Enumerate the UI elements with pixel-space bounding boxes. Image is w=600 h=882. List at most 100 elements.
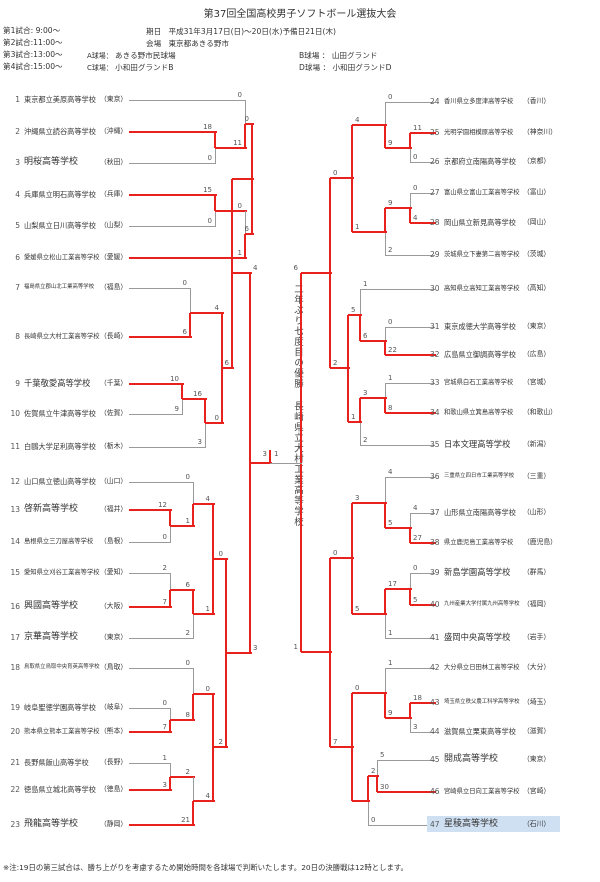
bracket-line [377,791,436,793]
bracket-line [232,272,252,275]
bracket-line [384,668,386,693]
bracket-line [330,557,354,559]
bracket-line [347,315,349,369]
bracket-line [384,398,386,413]
team-pref-30: （高知） [523,284,551,292]
team-pref-38: （鹿児島） [523,538,557,546]
team-number-12: 12 [10,477,20,486]
bracket-line [352,799,370,802]
score-R13-a: 4 [388,468,393,476]
score-L6-b: 6 [182,328,187,336]
score-RSF-a: 6 [293,264,298,273]
bracket-line [129,606,172,608]
bracket-line [347,368,349,422]
team-pref-3: （秋田） [100,158,128,166]
team-pref-32: （広島） [523,350,551,358]
team-name-42: 大分県立日田林工高等学校 [444,664,520,671]
team-pref-1: （東京） [100,95,128,103]
bracket-line [193,613,215,615]
team-name-27: 富山県立富山工業高等学校 [444,189,520,196]
team-pref-33: （宮城） [523,378,551,386]
bracket-line [225,653,227,748]
site-value: 東京都あきる野市 [168,39,230,48]
team-number-6: 6 [15,253,20,262]
team-number-40: 40 [430,600,440,609]
bracket-line [215,146,247,149]
team-number-26: 26 [430,157,440,166]
score-L6-a: 0 [182,279,187,287]
bracket-line [270,462,302,464]
team-number-25: 25 [430,128,440,137]
bracket-line [269,450,271,463]
team-pref-16: （大阪） [100,602,128,610]
score-L9-a: 4 [214,303,219,312]
bracket-line [359,315,361,341]
score-R9-a: 3 [363,389,368,397]
bracket-line [192,668,194,694]
bracket-line [385,476,435,478]
team-name-22: 徳島県立城北高等学校 [24,785,96,794]
team-name-24: 香川県立多度津高等学校 [444,98,514,105]
bracket-line [214,147,216,163]
bracket-line [351,558,353,614]
score-R21-a: 0 [355,683,360,692]
team-number-43: 43 [430,698,440,707]
bracket-line [192,482,194,504]
team-pref-20: （熊本） [100,727,128,735]
bracket-line [222,366,234,369]
team-name-8: 長崎県立大村工業高等学校 [24,333,100,340]
bracket-line [409,193,411,208]
bracket-line [245,233,254,236]
score-R18-a: 1 [388,659,393,667]
score-final-right: 1 [274,450,279,458]
score-R17-b: 3 [413,723,418,731]
bracket-line [192,504,194,526]
bracket-line [351,124,353,179]
team-number-38: 38 [430,538,440,547]
bracket-line [169,573,171,590]
bracket-line [352,501,387,504]
score-L9-b: 0 [214,414,219,422]
score-R14-a: 0 [413,564,418,572]
team-number-8: 8 [15,332,20,341]
team-number-5: 5 [15,221,20,230]
score-L11-b: 0 [162,533,167,541]
bracket-line [410,702,436,704]
team-number-10: 10 [10,409,20,418]
bracket-line [129,287,191,289]
bracket-line [181,384,183,399]
bracket-line [192,800,194,825]
date-value: 平成31年3月17日(日)～20日(水)予備日21日(木) [168,27,337,36]
bracket-line [352,230,387,233]
bracket-line [410,222,436,224]
champion-note-line1: 二年ぶり七度目の優勝 [292,284,303,389]
score-LSF-a: 4 [253,264,258,273]
team-pref-12: （山口） [100,477,128,485]
team-name-26: 京都府立南陽高等学校 [444,157,516,166]
bracket-line [385,146,412,149]
score-R22-b: 7 [333,737,338,746]
highlight-team-47 [427,816,560,832]
team-name-33: 宮城県白石工業高等学校 [444,379,514,386]
team-name-43: 埼玉県立秩父農工科学高等学校 [444,699,520,705]
team-number-32: 32 [430,350,440,359]
bracket-line [385,412,436,414]
bracket-line [170,719,195,721]
score-L5-b: 6 [244,225,249,234]
score-R10-b: 1 [351,412,356,421]
team-name-38: 県立鹿児島工業高等学校 [444,539,514,546]
game-time-3: 第3試合:13:00～ [3,50,63,59]
score-R19-b: 30 [380,783,389,791]
bracket-line [212,559,214,614]
team-name-10: 佐賀県立牛津高等学校 [24,409,96,418]
team-number-22: 22 [10,785,20,794]
bracket-line [367,776,369,801]
bracket-line [169,708,171,720]
bracket-line [192,590,194,614]
team-name-46: 宮崎県立日向工業高等学校 [444,788,520,795]
bracket-line [244,100,246,124]
bracket-line [221,367,223,423]
bracket-line [384,692,386,718]
team-number-16: 16 [10,602,20,611]
